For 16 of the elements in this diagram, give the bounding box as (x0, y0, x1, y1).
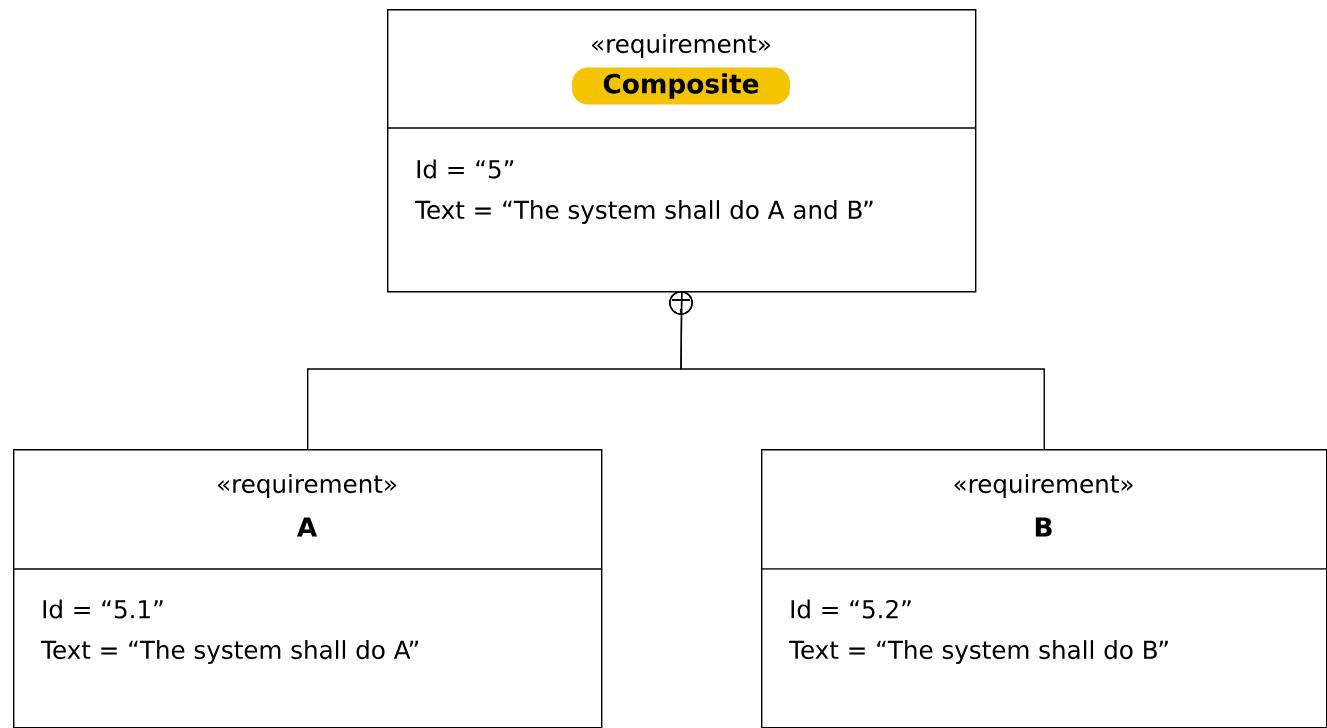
requirement-box (760, 449, 1327, 728)
attribute-text: Text = “The system shall do A” (41, 640, 419, 664)
stereotype-label: «requirement» (954, 474, 1133, 498)
requirement-box (386, 9, 977, 293)
attribute-text: Id = “5.2” (791, 599, 911, 619)
stereotype-label: «requirement» (591, 34, 771, 58)
stereotype-label: «requirement» (217, 474, 397, 498)
attribute-text: Text = “The system shall do B” (789, 640, 1168, 664)
attribute-text: Id = “5” (417, 159, 514, 179)
highlighted-name: Composite (572, 67, 790, 105)
requirement-name: B (1035, 517, 1052, 537)
containment-line (669, 291, 1045, 450)
requirement-box (12, 449, 603, 728)
attribute-text: Text = “The system shall do A and B” (415, 200, 873, 224)
requirement-name: A (296, 517, 318, 537)
attribute-text: Id = “5.1” (43, 599, 163, 619)
